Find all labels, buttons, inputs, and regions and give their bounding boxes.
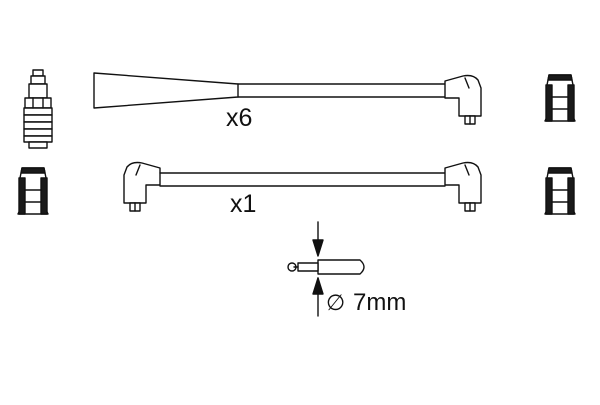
- terminal-cap-right-bottom: [544, 167, 576, 215]
- cable-cross-section-detail: [287, 221, 365, 317]
- spark-plug-terminal: [23, 69, 53, 149]
- angled-boot-right-2: [444, 161, 482, 212]
- terminal-cap-left-bottom: [17, 167, 49, 215]
- straight-boot: [93, 72, 239, 109]
- quantity-label-x6: x6: [226, 104, 252, 132]
- quantity-label-x1: x1: [230, 190, 256, 218]
- cable-set-x1: [124, 161, 576, 215]
- angled-boot-right: [444, 74, 482, 125]
- diameter-symbol: ∅: [326, 290, 345, 315]
- diameter-value: 7mm: [353, 289, 406, 316]
- angled-boot-left: [124, 163, 160, 212]
- terminal-cap-right-top: [544, 74, 576, 122]
- cable-set-x6: [93, 72, 576, 125]
